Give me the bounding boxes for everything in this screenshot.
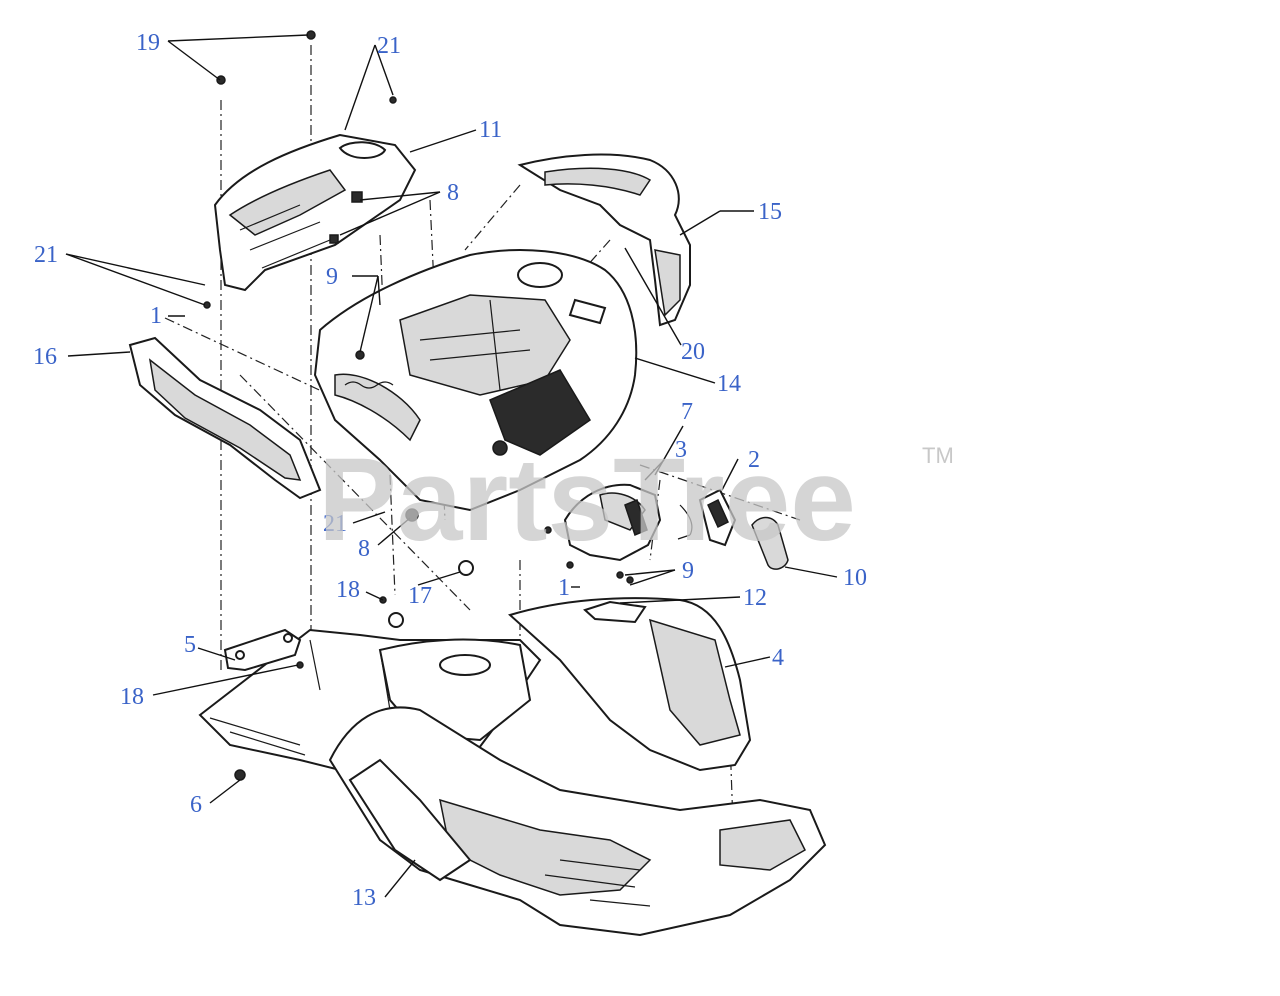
callout-18-left[interactable]: 18 [120, 684, 144, 710]
watermark: PartsTree TM [318, 434, 954, 566]
callout-21-left[interactable]: 21 [34, 242, 58, 268]
callout-6[interactable]: 6 [190, 792, 202, 818]
leader-lines [65, 34, 838, 898]
rear-handle-part[interactable] [517, 153, 691, 327]
callout-13[interactable]: 13 [352, 885, 376, 911]
callout-15[interactable]: 15 [758, 199, 782, 225]
callouts: 19 21 11 8 15 21 9 1 16 20 14 7 3 2 21 8… [33, 30, 867, 911]
hardware-parts[interactable] [203, 30, 634, 781]
callout-14[interactable]: 14 [717, 371, 741, 397]
callout-20[interactable]: 20 [681, 339, 705, 365]
callout-9-top[interactable]: 9 [326, 264, 338, 290]
bracket-part[interactable] [223, 628, 302, 672]
callout-11[interactable]: 11 [479, 117, 502, 143]
column-cover-part[interactable] [563, 483, 662, 562]
dash-console-part[interactable] [213, 133, 417, 292]
callout-7[interactable]: 7 [681, 399, 693, 425]
callout-19[interactable]: 19 [136, 30, 160, 56]
floor-pan-part[interactable] [328, 706, 827, 937]
callout-17[interactable]: 17 [408, 583, 432, 609]
left-side-panel-part[interactable] [128, 336, 322, 500]
callout-16[interactable]: 16 [33, 344, 57, 370]
callout-12[interactable]: 12 [743, 585, 767, 611]
callout-5[interactable]: 5 [184, 632, 196, 658]
callout-1-right[interactable]: 1 [558, 575, 570, 601]
callout-10[interactable]: 10 [843, 565, 867, 591]
callout-8-mid[interactable]: 8 [358, 536, 370, 562]
callout-9-right[interactable]: 9 [682, 558, 694, 584]
callout-21-top[interactable]: 21 [377, 33, 401, 59]
knob-part[interactable] [751, 516, 789, 570]
callout-4[interactable]: 4 [772, 645, 784, 671]
switch-part[interactable] [677, 488, 737, 547]
callout-21-mid[interactable]: 21 [323, 511, 347, 537]
seat-pan-part[interactable] [313, 249, 638, 512]
callout-2[interactable]: 2 [748, 447, 760, 473]
callout-3[interactable]: 3 [675, 437, 687, 463]
callout-8-top[interactable]: 8 [447, 180, 459, 206]
watermark-trademark: TM [922, 443, 954, 468]
callout-18-mid[interactable]: 18 [336, 577, 360, 603]
watermark-text: PartsTree [318, 434, 856, 566]
fuel-tank-part[interactable] [508, 597, 752, 772]
callout-1-left[interactable]: 1 [150, 303, 162, 329]
